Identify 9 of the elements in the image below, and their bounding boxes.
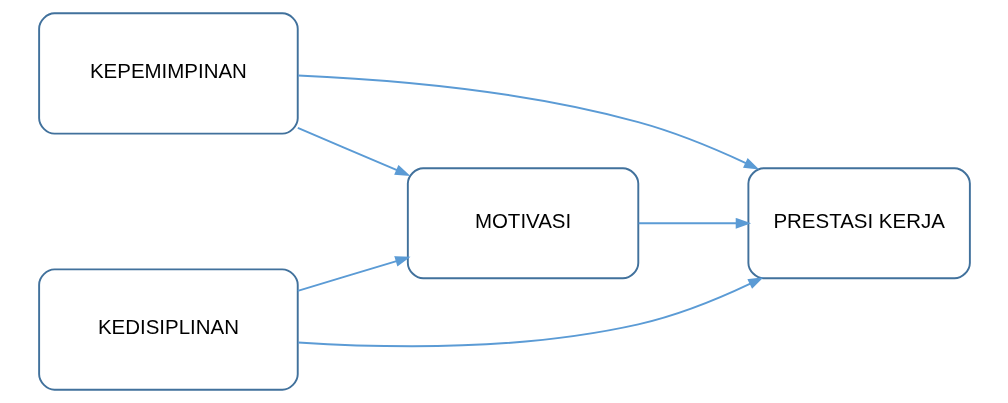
arrow (296, 277, 764, 348)
arrow (296, 127, 410, 176)
node-box: KEDISIPLINAN (37, 268, 299, 391)
node-box: PRESTASI KERJA (746, 167, 971, 280)
arrow (637, 217, 751, 229)
arrow (296, 74, 759, 170)
arrow (296, 256, 411, 292)
node-box: KEPEMIMPINAN (37, 12, 299, 135)
node-box: MOTIVASI (406, 167, 639, 280)
